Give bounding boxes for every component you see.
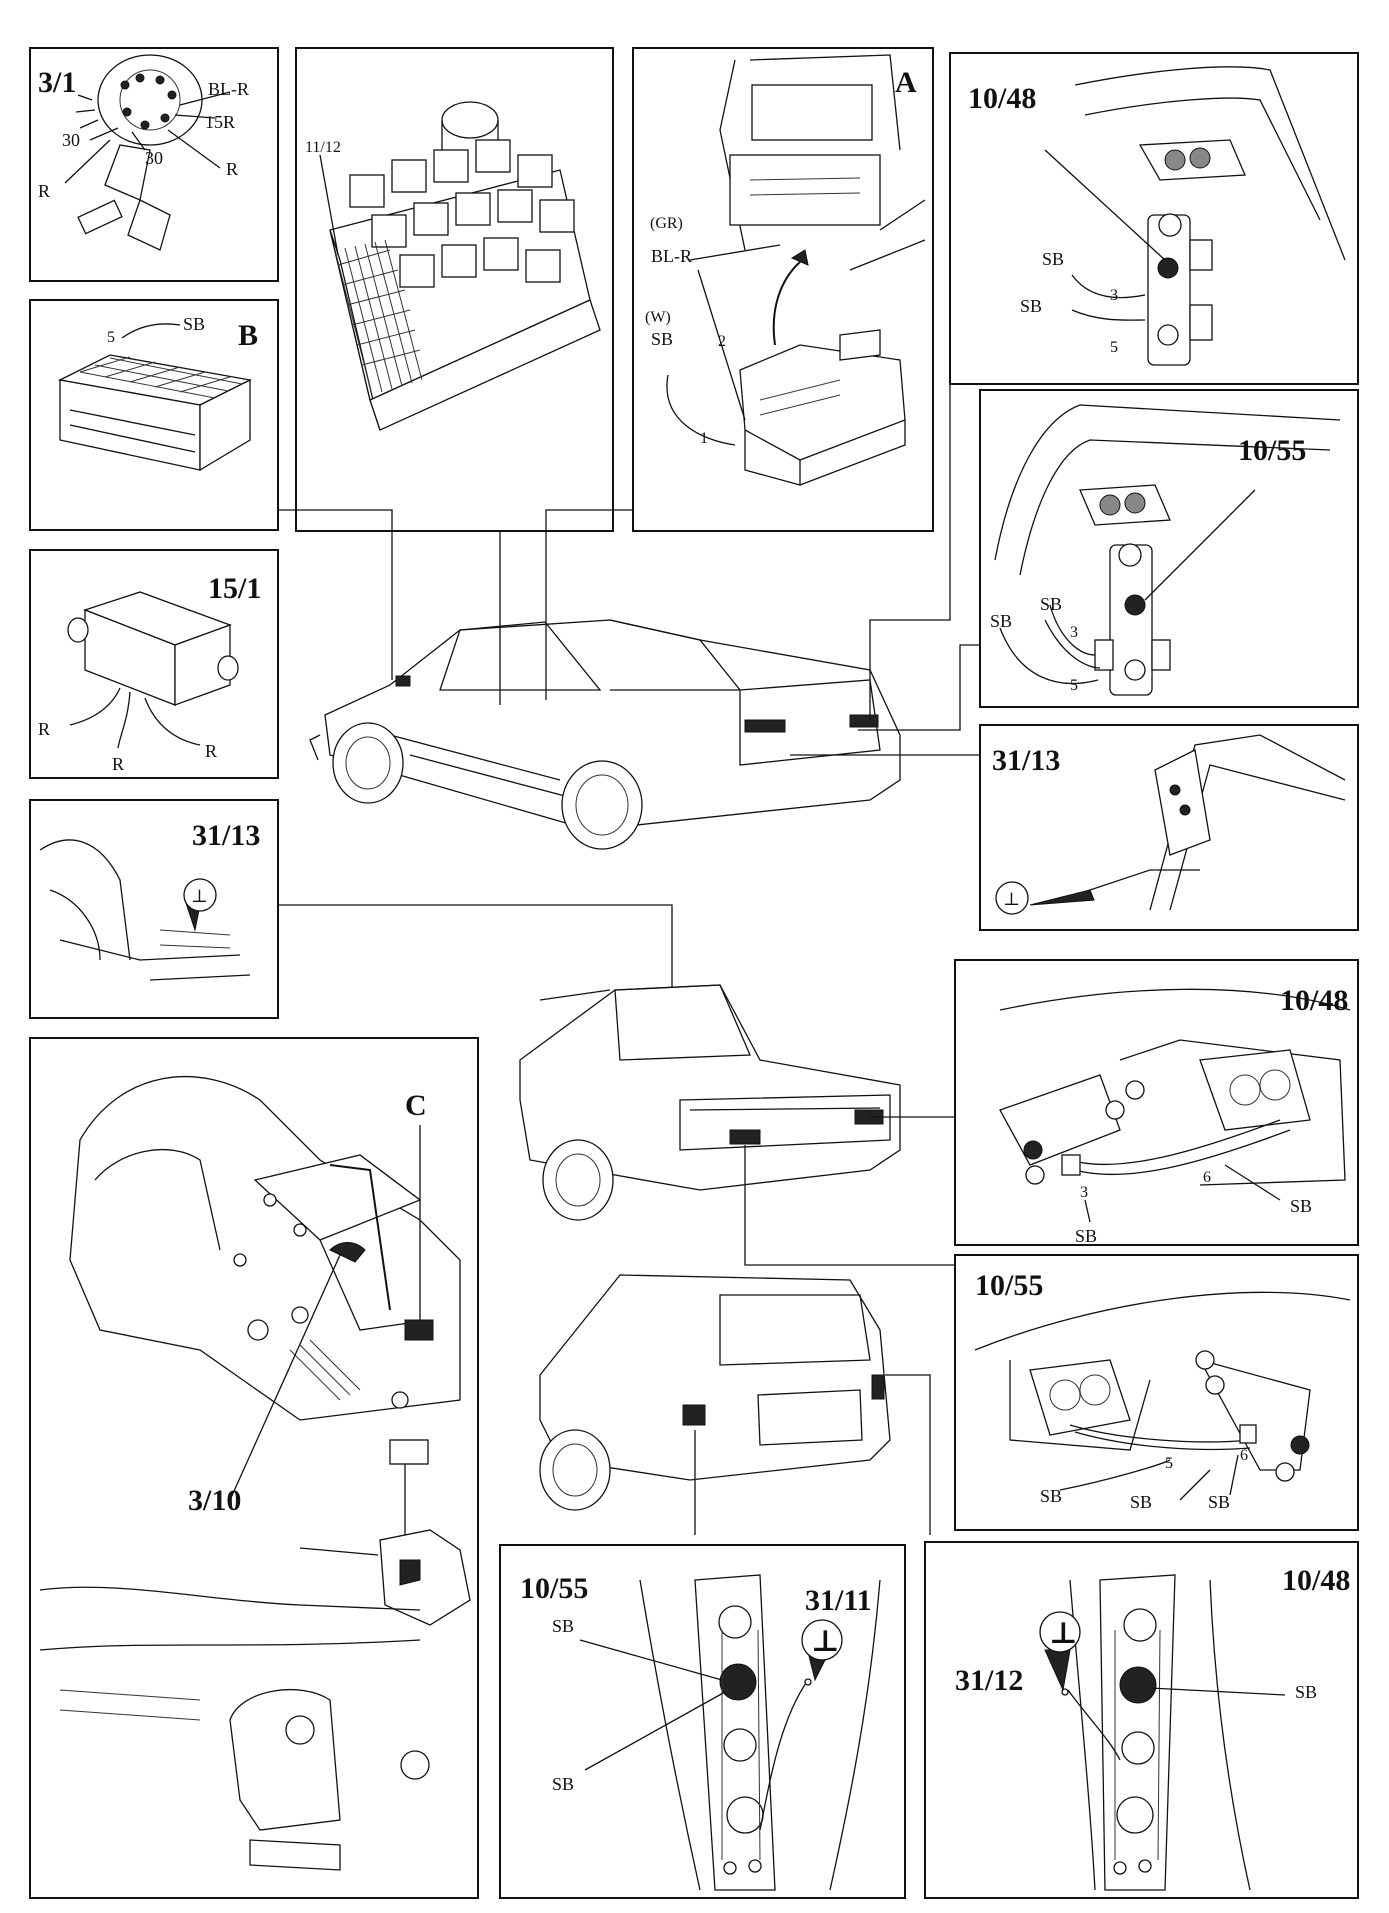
panel-title: 10/48 <box>1282 1564 1350 1597</box>
label-sb-2: SB <box>552 1774 574 1794</box>
panel-a: A (GR) BL-R (W) SB 2 1 <box>632 47 934 532</box>
label-pin-2: 2 <box>718 333 726 350</box>
trunk-ground-point-illustration <box>1029 734 1346 911</box>
panel-15-1: 15/1 R R R <box>29 549 279 779</box>
label-31-12: 31/12 <box>955 1664 1023 1697</box>
label-15r: 15R <box>205 112 235 132</box>
label-pin-1: 1 <box>700 430 708 447</box>
label-w: (W) <box>645 309 671 326</box>
label-3-10: 3/10 <box>188 1484 241 1517</box>
panel-b: B 5 SB <box>29 299 279 531</box>
panel-title: C <box>405 1089 427 1122</box>
label-bl-r: BL-R <box>651 246 692 266</box>
leader-lines-lower <box>694 1374 931 1535</box>
label-sb-2: SB <box>990 611 1012 631</box>
engine-bay-ground-illustration <box>39 839 251 981</box>
panel-title: A <box>895 66 917 99</box>
ground-symbol: ⊥ <box>1003 889 1020 909</box>
trunk-lamp-wiring-illustration <box>974 1291 1351 1501</box>
control-module-illustration <box>67 591 239 749</box>
tail-lamp-holder-illustration <box>579 1574 881 1891</box>
panel-31-13-right: 31/13 ⊥ <box>979 724 1359 931</box>
panel-relay-center: 11/12 <box>295 47 614 532</box>
ignition-switch-illustration <box>64 54 231 251</box>
panel-title: 10/55 <box>1238 434 1306 467</box>
label-sb-1: SB <box>1042 249 1064 269</box>
label-11-12: 11/12 <box>305 139 341 156</box>
label-30-left: 30 <box>62 130 80 150</box>
panel-10-55-mid: 10/55 5 6 SB SB SB <box>954 1254 1359 1531</box>
label-sb-2: SB <box>1290 1196 1312 1216</box>
label-30-right: 30 <box>145 148 163 168</box>
panel-10-48-bottom: 10/48 31/12 SB ⊥ <box>924 1541 1359 1899</box>
panel-title: 10/55 <box>975 1269 1043 1302</box>
dashboard-connector-illustration <box>666 54 926 486</box>
sedan-illustration-middle <box>519 984 901 1221</box>
label-pin-6: 6 <box>1240 1447 1248 1464</box>
fuse-box-illustration <box>57 354 253 472</box>
panel-c: C 3/10 <box>29 1037 479 1899</box>
label-sb-1: SB <box>1040 594 1062 614</box>
label-pin-5: 5 <box>1070 677 1078 694</box>
wagon-illustration <box>539 1274 891 1511</box>
panel-title: 10/55 <box>520 1572 588 1605</box>
panel-title: 10/48 <box>968 82 1036 115</box>
panel-title: 31/13 <box>192 819 260 852</box>
label-r-3: R <box>205 741 217 761</box>
label-sb-1: SB <box>552 1616 574 1636</box>
label-pin-5: 5 <box>1165 1455 1173 1472</box>
panel-title: 31/13 <box>992 744 1060 777</box>
sedan-illustration-top <box>309 619 901 850</box>
label-sb-1: SB <box>1040 1486 1062 1506</box>
label-pin-3: 3 <box>1110 287 1118 304</box>
ground-symbol: ⊥ <box>1049 1617 1078 1650</box>
label-pin-5: 5 <box>1110 339 1118 356</box>
label-pin-3: 3 <box>1070 624 1078 641</box>
panel-3-1: 3/1 BL-R 15R 30 30 R R <box>29 47 279 282</box>
panel-31-13-left: 31/13 ⊥ <box>29 799 279 1019</box>
leader-lines-upper <box>278 384 980 756</box>
ground-symbol: ⊥ <box>191 886 208 906</box>
label-gr: (GR) <box>650 215 683 232</box>
label-sb-3: SB <box>1208 1492 1230 1512</box>
panel-10-55-top: 10/55 SB SB 3 5 <box>979 389 1359 708</box>
label-pin-5: 5 <box>107 329 115 346</box>
label-pin-6: 6 <box>1203 1169 1211 1186</box>
panel-title: B <box>238 319 258 352</box>
label-r-1: R <box>38 719 50 739</box>
gearbox-illustration <box>69 1075 461 1501</box>
label-pin-3: 3 <box>1080 1184 1088 1201</box>
label-sb: SB <box>651 329 673 349</box>
panel-10-55-bottom: 10/55 31/11 SB SB ⊥ <box>499 1544 906 1899</box>
trunk-lamp-holder-illustration <box>1044 66 1346 366</box>
label-r-2: R <box>112 754 124 774</box>
trunk-lamp-wiring-illustration <box>999 988 1351 1223</box>
gear-shifter-illustration <box>39 1439 471 1871</box>
panel-10-48-mid: 10/48 3 6 SB SB <box>954 959 1359 1246</box>
relay-block-illustration <box>319 101 601 431</box>
label-r-left: R <box>38 181 50 201</box>
panel-10-48-top: 10/48 SB 3 SB 5 <box>949 52 1359 385</box>
trunk-lamp-holder-illustration <box>994 404 1341 696</box>
tail-lamp-holder-illustration <box>1044 1574 1286 1891</box>
label-sb-2: SB <box>1020 296 1042 316</box>
panel-title: 15/1 <box>208 572 261 605</box>
label-sb: SB <box>183 314 205 334</box>
label-31-11: 31/11 <box>805 1584 872 1617</box>
label-r-right: R <box>226 159 238 179</box>
label-sb-1: SB <box>1075 1226 1097 1246</box>
label-bl-r: BL-R <box>208 79 249 99</box>
label-sb: SB <box>1295 1682 1317 1702</box>
panel-title: 3/1 <box>38 66 76 99</box>
label-sb-2: SB <box>1130 1492 1152 1512</box>
leader-lines-middle <box>744 1116 955 1266</box>
ground-symbol: ⊥ <box>811 1625 840 1658</box>
